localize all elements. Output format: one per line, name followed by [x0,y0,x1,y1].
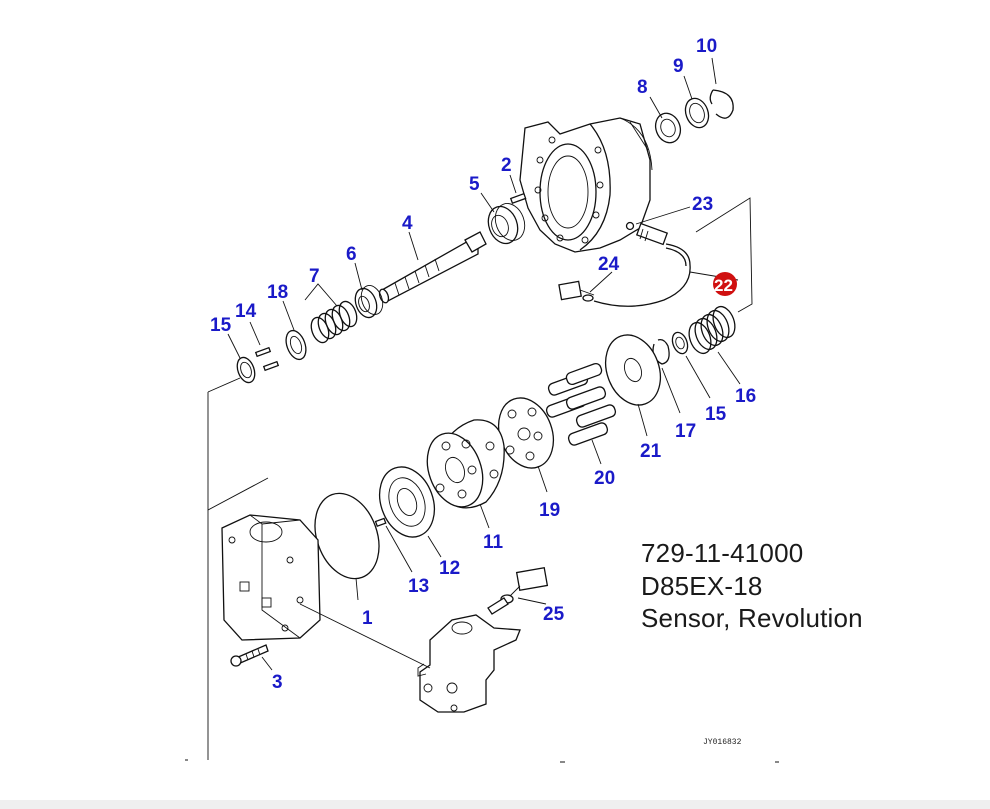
leader-lines [227,57,741,671]
speed-sensor [487,566,549,615]
thrust-ring [236,356,256,384]
callout-14[interactable]: 14 [235,301,257,322]
drawing-code: JY016832 [703,738,742,747]
callout-15-right[interactable]: 15 [705,404,727,425]
callout-20[interactable]: 20 [594,468,615,489]
callout-24[interactable]: 24 [598,254,620,275]
spring-set [310,300,358,344]
highlight-marker [713,272,737,296]
callout-22-highlighted[interactable]: 22 [714,276,733,295]
washer-ring [684,97,710,129]
callout-3[interactable]: 3 [272,672,283,693]
callout-17[interactable]: 17 [675,421,696,442]
callout-15-left[interactable]: 15 [210,315,232,336]
callout-21[interactable]: 21 [640,441,662,462]
callout-1[interactable]: 1 [362,608,373,629]
end-cover [221,514,321,641]
part-number: 729-11-41000 [641,538,804,568]
callout-13[interactable]: 13 [408,576,429,597]
callouts: 1 2 3 4 5 6 7 8 9 10 11 12 13 14 15 15 1… [210,36,756,693]
callout-19[interactable]: 19 [539,500,560,521]
callout-4[interactable]: 4 [402,213,413,234]
callout-11[interactable]: 11 [483,532,504,553]
callout-5[interactable]: 5 [469,174,480,195]
snap-ring [709,89,734,119]
bearing [487,203,526,245]
revolution-sensor [558,221,691,307]
oil-seal [654,112,682,144]
model-name: D85EX-18 [641,571,763,601]
callout-2[interactable]: 2 [501,155,512,176]
swash-plate [604,334,662,406]
needle-bearing [285,329,307,361]
valve-plate [378,466,436,538]
spring-washer [671,331,689,355]
piston-set [545,362,617,446]
callout-25[interactable]: 25 [543,604,565,625]
bottom-border [0,800,990,809]
valve-plate-pin [374,517,387,528]
callout-9[interactable]: 9 [673,56,684,77]
dowel-pin [509,192,527,205]
pins [254,346,280,372]
part-description: Sensor, Revolution [641,603,863,633]
motor-housing [519,117,653,253]
pressure-spring [688,305,736,355]
callout-7[interactable]: 7 [309,266,320,287]
o-ring [314,492,380,580]
callout-12[interactable]: 12 [439,558,460,579]
cap-bolt [230,644,269,667]
shaft-bearing [354,285,384,319]
callout-23[interactable]: 23 [692,194,713,215]
valve-block [417,614,521,713]
callout-18[interactable]: 18 [267,282,288,303]
leader-frame [185,197,779,763]
callout-10[interactable]: 10 [696,36,717,57]
drive-shaft [378,231,487,304]
cylinder-block [426,419,505,509]
callout-8[interactable]: 8 [637,77,648,98]
callout-16[interactable]: 16 [735,386,756,407]
callout-6[interactable]: 6 [346,244,357,265]
